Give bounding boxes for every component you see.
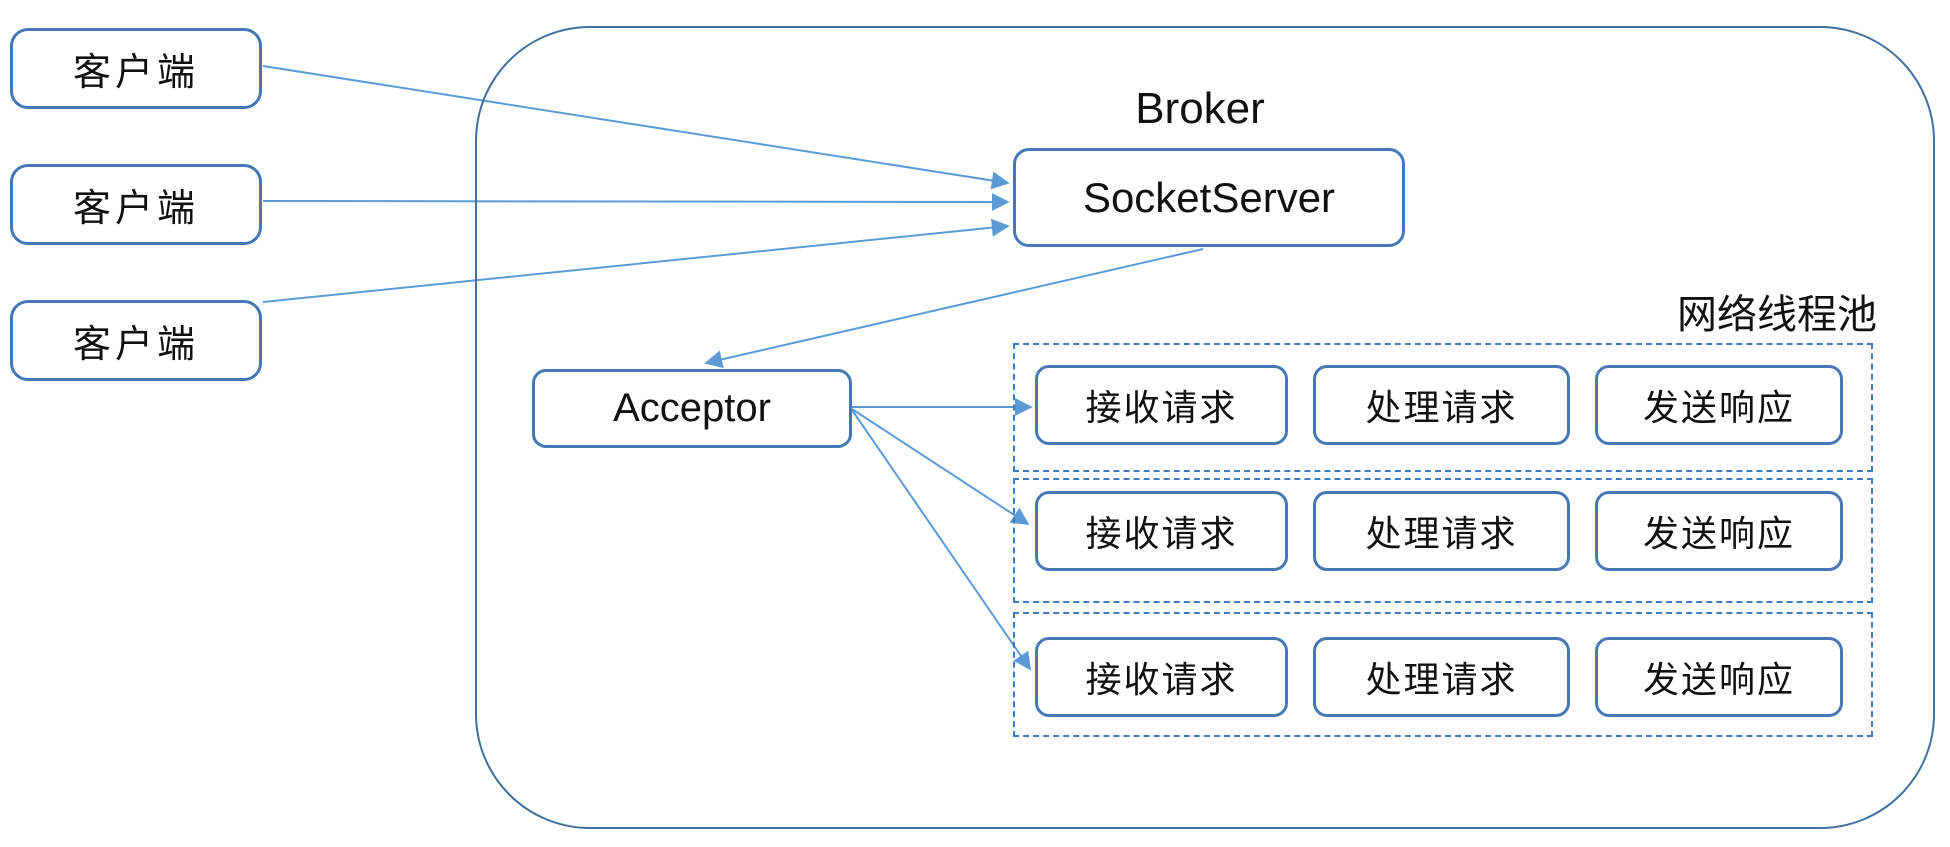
box-send-response: 发送响应 xyxy=(1595,365,1843,445)
process-request-label: 处理请求 xyxy=(1365,513,1518,554)
process-request-label: 处理请求 xyxy=(1365,659,1518,700)
receive-request-label: 接收请求 xyxy=(1085,387,1238,428)
receive-request-label: 接收请求 xyxy=(1085,659,1238,700)
box-send-response: 发送响应 xyxy=(1595,637,1843,717)
box-receive-request: 接收请求 xyxy=(1035,365,1288,445)
box-receive-request: 接收请求 xyxy=(1035,491,1288,571)
thread-pool-row-1: 接收请求 处理请求 发送响应 xyxy=(1013,343,1873,472)
box-send-response: 发送响应 xyxy=(1595,491,1843,571)
client-1-label: 客户端 xyxy=(72,52,199,94)
client-3-label: 客户端 xyxy=(72,324,199,366)
broker-container xyxy=(475,26,1935,829)
send-response-label: 发送响应 xyxy=(1642,659,1795,700)
network-thread-pool-label: 网络线程池 xyxy=(1677,293,1877,337)
box-receive-request: 接收请求 xyxy=(1035,637,1288,717)
receive-request-label: 接收请求 xyxy=(1085,513,1238,554)
box-process-request: 处理请求 xyxy=(1313,365,1570,445)
client-box-2: 客户端 xyxy=(10,164,262,245)
send-response-label: 发送响应 xyxy=(1642,387,1795,428)
socket-server-label: SocketServer xyxy=(1082,173,1336,221)
acceptor-box: Acceptor xyxy=(532,369,852,448)
client-box-1: 客户端 xyxy=(10,28,262,109)
client-2-label: 客户端 xyxy=(72,188,199,230)
thread-pool-row-2: 接收请求 处理请求 发送响应 xyxy=(1013,478,1873,603)
socket-server-box: SocketServer xyxy=(1013,148,1405,247)
acceptor-label: Acceptor xyxy=(613,386,771,430)
broker-title: Broker xyxy=(1135,84,1265,133)
process-request-label: 处理请求 xyxy=(1365,387,1518,428)
client-box-3: 客户端 xyxy=(10,300,262,381)
box-process-request: 处理请求 xyxy=(1313,637,1570,717)
send-response-label: 发送响应 xyxy=(1642,513,1795,554)
box-process-request: 处理请求 xyxy=(1313,491,1570,571)
thread-pool-row-3: 接收请求 处理请求 发送响应 xyxy=(1013,612,1873,737)
